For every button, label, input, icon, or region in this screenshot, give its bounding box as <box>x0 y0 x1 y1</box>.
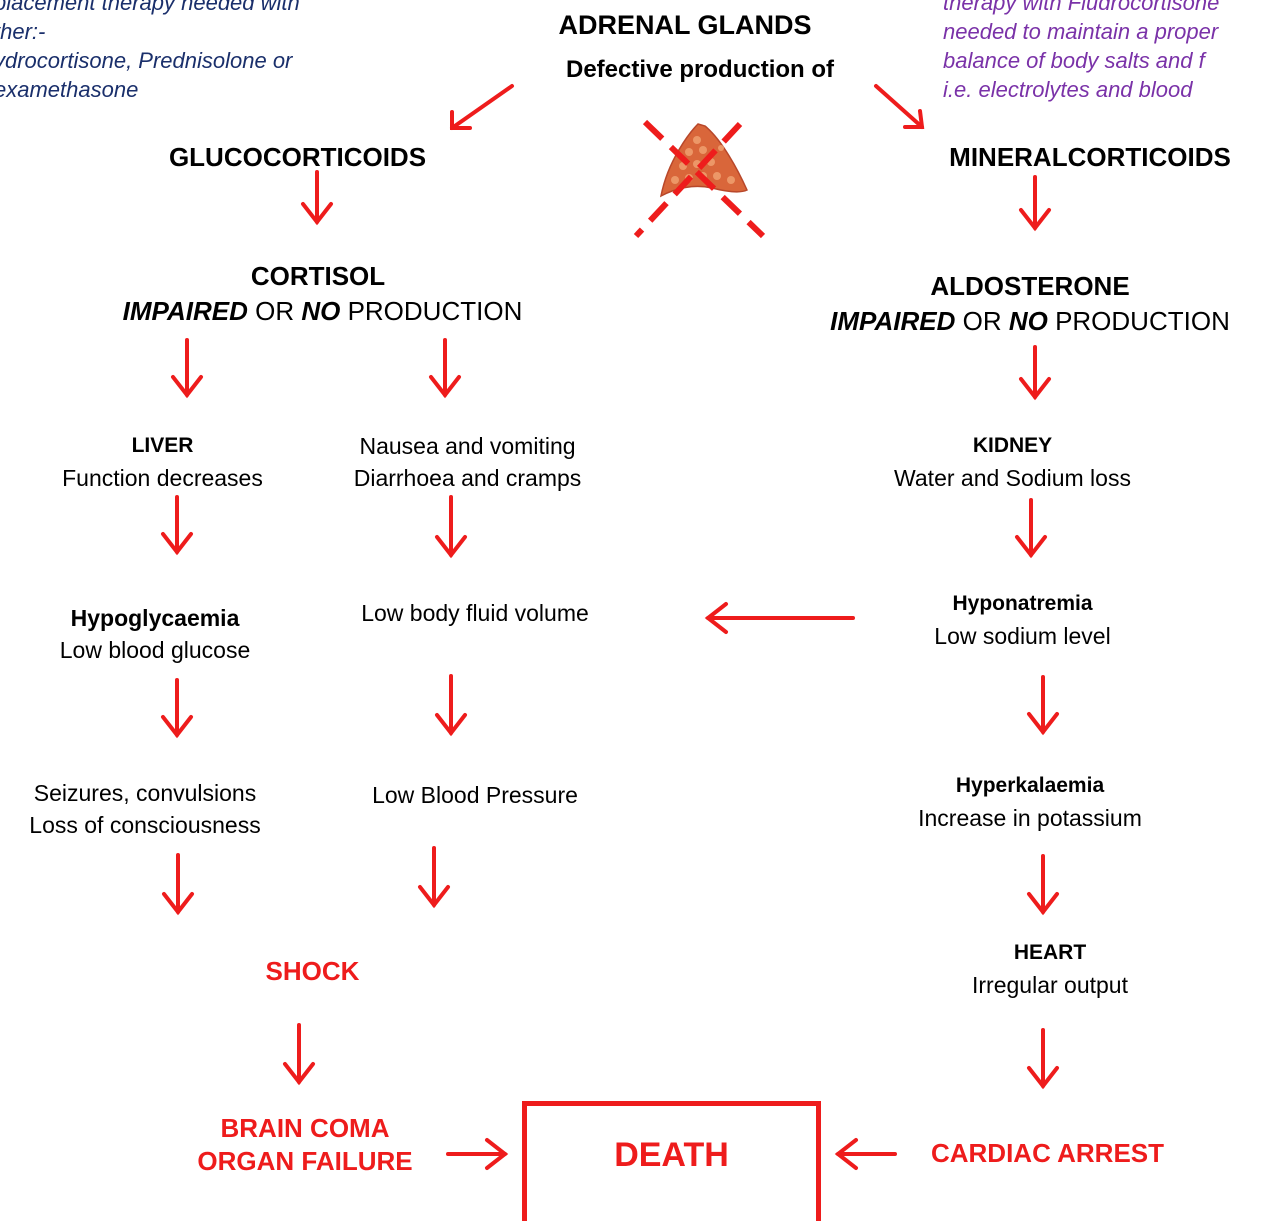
hyponatremia-text: Low sodium level <box>934 623 1111 649</box>
nausea-line: Diarrhoea and cramps <box>353 465 582 491</box>
arrow-down <box>283 1023 315 1086</box>
production-text: PRODUCTION <box>347 296 523 326</box>
note-right-line: therapy with Fludrocortisone <box>943 0 1220 15</box>
note-right: therapy with Fludrocortisone needed to m… <box>943 0 1219 104</box>
hyperkalaemia-text: Increase in potassium <box>918 805 1142 831</box>
or-text: OR <box>962 306 1002 336</box>
cortisol-production: IMPAIRED OR NO PRODUCTION <box>80 296 565 327</box>
cardiac-arrest-node: CARDIAC ARREST <box>930 1138 1165 1168</box>
arrow-down <box>429 338 461 399</box>
note-left-line: ydrocortisone, Prednisolone or <box>0 48 293 73</box>
liver-text: Function decreases <box>62 465 263 491</box>
arrow-down <box>435 495 467 559</box>
note-right-line: i.e. electrolytes and blood <box>943 77 1193 102</box>
liver-node: LIVER Function decreases <box>20 430 305 494</box>
hypoglycaemia-title: Hypoglycaemia <box>70 605 240 631</box>
hyperkalaemia-node: Hyperkalaemia Increase in potassium <box>890 770 1170 834</box>
note-right-line: needed to maintain a proper <box>943 19 1219 44</box>
diagram-subtitle: Defective production of <box>565 56 835 83</box>
arrow-down <box>435 674 467 737</box>
cross-out-icon <box>633 119 766 239</box>
arrow-down <box>161 495 193 556</box>
production-text: PRODUCTION <box>1055 306 1230 336</box>
seizures-node: Seizures, convulsions Loss of consciousn… <box>0 777 290 841</box>
hypoglycaemia-node: Hypoglycaemia Low blood glucose <box>20 602 290 666</box>
hyperkalaemia-title: Hyperkalaemia <box>955 774 1105 797</box>
cortisol-label: CORTISOL <box>250 261 386 291</box>
arrow-right <box>446 1138 509 1170</box>
glucocorticoids-heading: GLUCOCORTICOIDS <box>168 142 427 172</box>
arrow-down <box>301 170 333 226</box>
blood-pressure-node: Low Blood Pressure <box>372 782 578 808</box>
arrow-down <box>1027 854 1059 916</box>
note-right-line: balance of body salts and f <box>943 48 1205 73</box>
arrow-down <box>161 678 193 739</box>
no-text: NO <box>1008 306 1048 336</box>
note-left-line: examethasone <box>0 77 139 102</box>
note-left-line: placement therapy needed with <box>0 0 300 15</box>
mineralcorticoids-heading: MINERALCORTICOIDS <box>949 142 1231 172</box>
liver-title: LIVER <box>131 434 194 457</box>
note-left: placement therapy needed with ther:- ydr… <box>0 0 300 104</box>
brain-coma-line: BRAIN COMA <box>220 1113 390 1143</box>
death-box: DEATH <box>522 1101 821 1221</box>
arrow-to-mineralcorticoids <box>874 84 925 129</box>
organ-failure-line: ORGAN FAILURE <box>197 1146 413 1176</box>
nausea-node: Nausea and vomiting Diarrhoea and cramps <box>325 430 610 494</box>
fluid-node: Low body fluid volume <box>361 600 589 626</box>
nausea-line: Nausea and vomiting <box>359 433 576 459</box>
arrow-down <box>1015 498 1047 559</box>
heart-node: HEART Irregular output <box>930 937 1170 1001</box>
brain-coma-node: BRAIN COMA ORGAN FAILURE <box>150 1112 460 1178</box>
seizures-line: Seizures, convulsions <box>33 780 257 806</box>
kidney-text: Water and Sodium loss <box>894 465 1131 491</box>
arrow-left <box>704 602 855 634</box>
heart-title: HEART <box>1013 941 1087 964</box>
impaired-text: IMPAIRED <box>830 306 956 336</box>
arrow-left <box>834 1138 897 1170</box>
aldosterone-label: ALDOSTERONE <box>930 271 1130 301</box>
arrow-down <box>1019 345 1051 401</box>
kidney-title: KIDNEY <box>972 434 1053 457</box>
death-label: DEATH <box>614 1136 729 1174</box>
shock-node: SHOCK <box>265 956 360 986</box>
arrow-down <box>162 853 194 916</box>
hyponatremia-title: Hyponatremia <box>952 592 1093 615</box>
arrow-down <box>1027 1028 1059 1090</box>
aldosterone-production: IMPAIRED OR NO PRODUCTION <box>795 306 1261 337</box>
heart-text: Irregular output <box>972 972 1128 998</box>
kidney-node: KIDNEY Water and Sodium loss <box>865 430 1160 494</box>
arrow-down <box>1027 675 1059 736</box>
seizures-line: Loss of consciousness <box>29 812 261 838</box>
arrow-down <box>418 846 450 909</box>
hypoglycaemia-text: Low blood glucose <box>59 637 251 663</box>
or-text: OR <box>255 296 295 326</box>
arrow-to-glucocorticoids <box>450 84 514 130</box>
note-left-line: ther:- <box>0 19 46 44</box>
arrow-down <box>171 338 203 399</box>
arrow-down <box>1019 175 1051 232</box>
diagram-title: ADRENAL GLANDS <box>558 10 812 40</box>
hyponatremia-node: Hyponatremia Low sodium level <box>895 588 1150 652</box>
no-text: NO <box>301 296 341 326</box>
impaired-text: IMPAIRED <box>122 296 248 326</box>
